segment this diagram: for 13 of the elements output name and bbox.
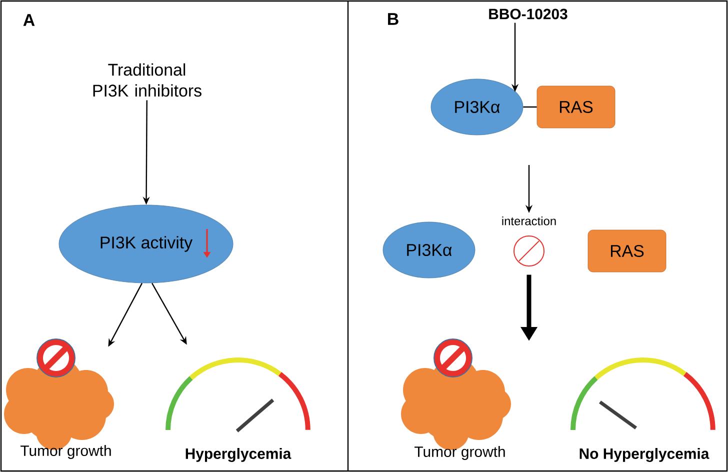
drug-label: BBO-10203 [489, 8, 568, 20]
node-label: Tumor growth [414, 446, 505, 460]
gauge-drawing [166, 358, 310, 432]
panel-letter: A [23, 14, 35, 26]
ras-box: RAS [588, 230, 666, 272]
ras-box: RAS [536, 86, 616, 128]
gauge-drawing [570, 358, 716, 430]
interaction-label: interaction [502, 216, 556, 226]
node-label: Tumor growth [20, 445, 111, 459]
drug-label: Traditional PI3K inhibitors [93, 63, 202, 97]
panel-letter: B [388, 13, 398, 25]
node-label: Hyperglycemia [186, 448, 292, 462]
node-label: No Hyperglycemia [580, 448, 710, 462]
